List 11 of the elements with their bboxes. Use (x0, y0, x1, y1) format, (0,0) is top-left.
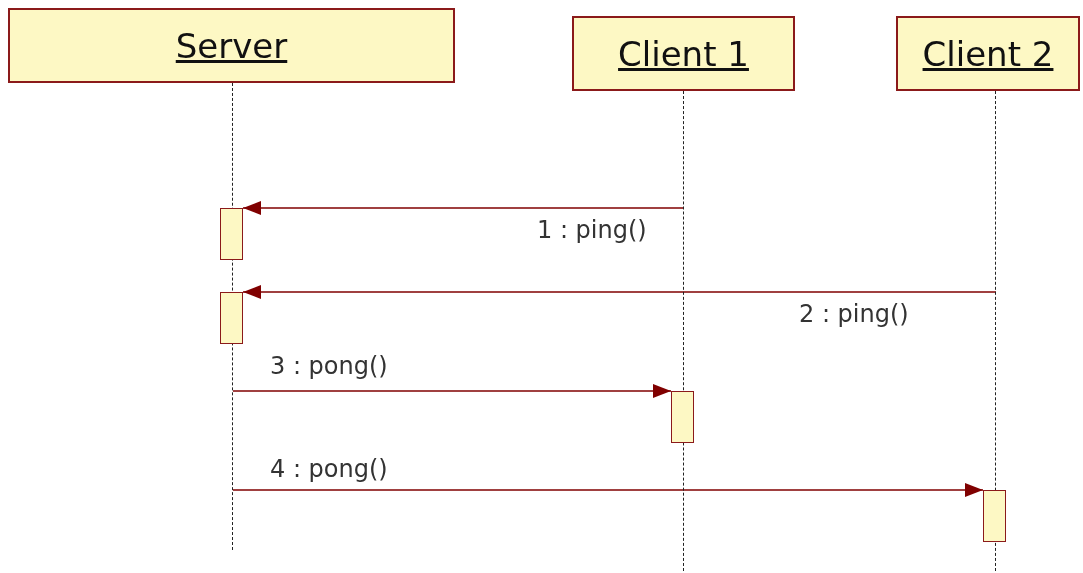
participant-box: Client 2 (896, 16, 1080, 91)
message-arrow (242, 285, 997, 299)
message-arrow (232, 384, 672, 398)
activation-bar (983, 490, 1006, 542)
activation-bar (220, 208, 243, 260)
activation-bar (220, 292, 243, 344)
message-arrow (232, 483, 984, 497)
message-arrow (242, 201, 685, 215)
participant-box: Server (8, 8, 455, 83)
activation-bar (671, 391, 694, 443)
participant-box: Client 1 (572, 16, 795, 91)
